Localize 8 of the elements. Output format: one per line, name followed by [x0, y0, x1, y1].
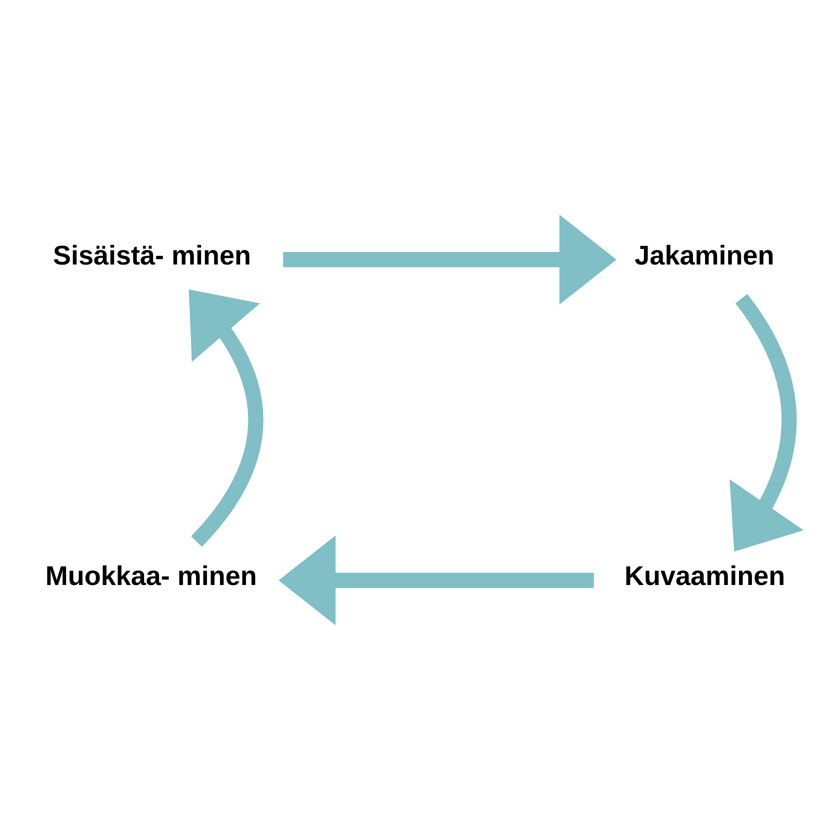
arrow — [283, 214, 616, 304]
node-text: Sisäistä- minen — [52, 240, 252, 270]
arrow — [278, 535, 594, 625]
node-text: Kuvaaminen — [624, 560, 786, 591]
node-text: Jakaminen — [634, 240, 774, 270]
arrow — [730, 294, 804, 552]
arrow — [188, 288, 264, 546]
node-text: Muokkaa- minen — [45, 560, 257, 591]
